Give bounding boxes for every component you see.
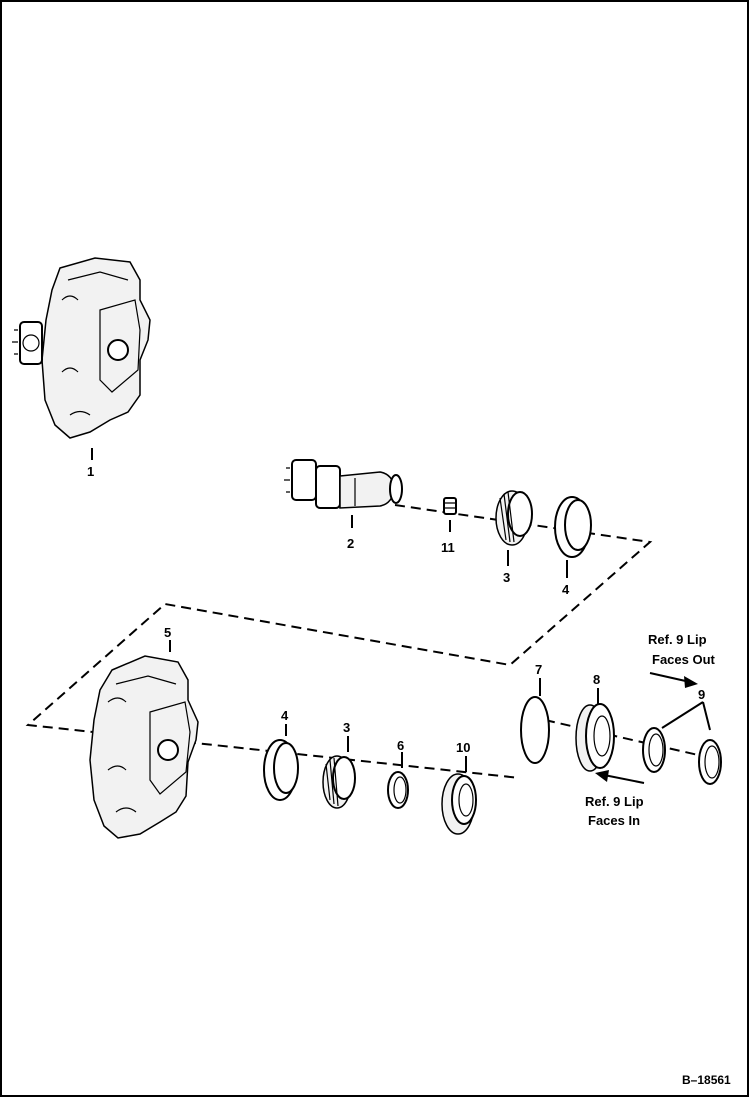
callout-10: 10 [456,740,470,755]
callout-6: 6 [397,738,404,753]
part-4-cup-upper [554,496,592,578]
part-3-bearing-lower [322,736,356,809]
callout-4-upper: 4 [562,582,570,597]
part-8-retainer [575,688,615,772]
callout-7: 7 [535,662,542,677]
callout-4-lower: 4 [281,708,289,723]
lip-out-arrow [649,672,698,688]
callout-8: 8 [593,672,600,687]
part-4-cup-lower [263,724,299,801]
note-lip-in-line1: Ref. 9 Lip [585,794,644,809]
callout-11: 11 [441,540,455,555]
part-7-o-ring [520,678,550,764]
part-9-lip-seals [642,701,722,785]
figure-number: B–18561 [682,1073,731,1087]
part-11-pin [443,497,457,532]
callout-3-lower: 3 [343,720,350,735]
callout-1: 1 [87,464,94,479]
note-lip-in-line2: Faces In [588,813,640,828]
callout-9: 9 [698,687,705,702]
part-2-shaft [284,459,403,528]
note-lip-out-line1: Ref. 9 Lip [648,632,707,647]
part-10-seal [441,756,477,835]
part-6-snap-ring [387,752,409,809]
part-5-housing [89,640,199,839]
part-1-housing [12,257,151,460]
callout-3-upper: 3 [503,570,510,585]
callout-5: 5 [164,625,171,640]
part-3-bearing-upper [495,490,533,566]
note-lip-out-line2: Faces Out [652,652,716,667]
callout-2: 2 [347,536,354,551]
lip-in-arrow [595,770,645,784]
